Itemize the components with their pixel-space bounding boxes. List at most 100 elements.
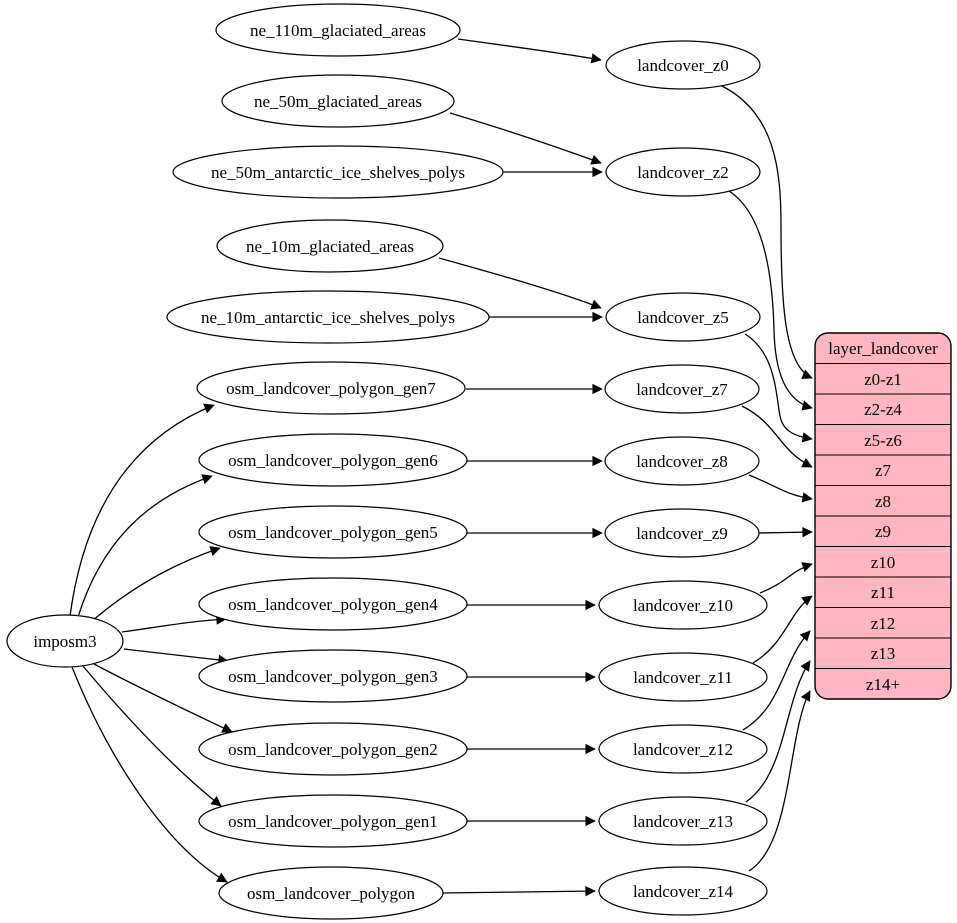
edge-imposm3-to-gen1 [82,665,222,807]
node-label: landcover_z10 [633,596,733,615]
node-ne-110m-glaciated-areas: ne_110m_glaciated_areas [215,3,461,57]
node-landcover-z0: landcover_z0 [605,40,761,90]
ellipse-shape [604,508,760,558]
ellipse-shape [172,145,504,199]
node-osm-landcover-polygon-gen1: osm_landcover_polygon_gen1 [198,794,468,848]
ellipse-shape [215,3,461,57]
node-label: osm_landcover_polygon_gen4 [228,595,438,614]
node-label: landcover_z13 [633,812,733,831]
table-row-z14plus: z14+ [866,675,900,694]
edge-imposm3-to-polygon [71,666,228,883]
node-ne-10m-glaciated-areas: ne_10m_glaciated_areas [216,219,444,273]
edge-z7-to-row-z7 [741,405,813,468]
edge-z9-to-row-z9 [758,526,813,538]
node-label: osm_landcover_polygon_gen1 [228,812,438,831]
layer-landcover-table: layer_landcover z0-z1 z2-z4 z5-z6 z7 z8 … [814,332,952,700]
table-header: layer_landcover [828,339,938,358]
edges-imposm3 [69,403,233,883]
ellipse-shape [604,436,760,486]
edge-z12-to-row-z12 [742,630,811,731]
ellipse-shape [604,364,760,414]
ellipse-shape [605,40,761,90]
ellipse-shape [198,649,468,703]
edges-to-table [721,85,813,872]
ellipse-shape [198,722,468,776]
ellipse-shape [598,652,768,702]
table-row-z0-z1: z0-z1 [864,370,902,389]
node-osm-landcover-polygon: osm_landcover_polygon [218,866,444,920]
node-label: ne_50m_antarctic_ice_shelves_polys [211,163,465,182]
node-osm-landcover-polygon-gen4: osm_landcover_polygon_gen4 [198,577,468,631]
node-label: landcover_z2 [637,163,729,182]
node-landcover-z8: landcover_z8 [604,436,760,486]
node-landcover-z12: landcover_z12 [598,724,768,774]
node-label: landcover_z12 [633,740,733,759]
node-label: ne_110m_glaciated_areas [250,21,426,40]
table-row-z13: z13 [871,644,896,663]
edge-ne50m-glaciated-to-z2 [449,112,602,165]
node-label: landcover_z9 [636,524,728,543]
ellipse-shape [198,577,468,631]
edge-imposm3-to-gen3 [123,648,229,665]
node-label: ne_10m_glaciated_areas [246,237,414,256]
node-osm-landcover-polygon-gen3: osm_landcover_polygon_gen3 [198,649,468,703]
edge-z2-to-row-z2-z4 [728,190,813,411]
node-label: osm_landcover_polygon_gen2 [228,740,438,759]
node-landcover-z9: landcover_z9 [604,508,760,558]
node-label: osm_landcover_polygon_gen6 [228,451,438,470]
edge-z13-to-row-z13 [745,660,811,803]
ellipse-shape [598,580,768,630]
ellipse-shape [196,361,466,415]
table-row-z2-z4: z2-z4 [864,400,902,419]
node-label: landcover_z0 [637,56,729,75]
node-landcover-z13: landcover_z13 [598,796,768,846]
node-label: imposm3 [33,632,96,651]
ellipse-shape [221,74,455,128]
node-label: osm_landcover_polygon [247,884,416,903]
edge-z10-to-row-z10 [759,562,813,594]
node-landcover-z7: landcover_z7 [604,364,760,414]
edge-imposm3-to-gen2 [93,663,233,733]
ellipse-shape [598,796,768,846]
ellipse-shape [605,147,761,197]
table-row-z8: z8 [875,492,891,511]
node-osm-landcover-polygon-gen7: osm_landcover_polygon_gen7 [196,361,466,415]
table-row-z5-z6: z5-z6 [864,431,902,450]
node-label: landcover_z8 [636,452,728,471]
ellipse-shape [218,866,444,920]
edge-imposm3-to-gen7 [69,403,215,617]
edge-imposm3-to-gen5 [91,546,221,622]
node-label: osm_landcover_polygon_gen3 [228,667,438,686]
table-row-z7: z7 [875,461,892,480]
table-row-z12: z12 [871,614,896,633]
edge-z11-to-row-z11 [752,595,813,664]
edges-sources [438,38,603,897]
node-ne-10m-antarctic-ice-shelves-polys: ne_10m_antarctic_ice_shelves_polys [166,290,490,344]
edge-polygon-to-z14 [442,886,596,897]
edge-imposm3-to-gen6 [77,474,213,618]
edge-z0-to-row-z0-z1 [721,85,813,379]
node-osm-landcover-polygon-gen2: osm_landcover_polygon_gen2 [198,722,468,776]
node-label: landcover_z5 [637,308,729,327]
node-landcover-z10: landcover_z10 [598,580,768,630]
node-label: osm_landcover_polygon_gen5 [228,523,438,542]
node-landcover-z5: landcover_z5 [605,292,761,342]
table-row-z9: z9 [875,522,891,541]
ellipse-shape [198,794,468,848]
node-ne-50m-glaciated-areas: ne_50m_glaciated_areas [221,74,455,128]
ellipse-shape [166,290,490,344]
node-landcover-z2: landcover_z2 [605,147,761,197]
node-label: landcover_z7 [636,380,728,399]
node-label: ne_50m_glaciated_areas [254,92,422,111]
edge-imposm3-to-gen4 [121,614,227,633]
node-label: landcover_z11 [633,668,732,687]
node-label: osm_landcover_polygon_gen7 [226,379,436,398]
ellipse-shape [605,292,761,342]
ellipse-shape [6,614,124,668]
node-landcover-z14: landcover_z14 [598,866,768,916]
node-ne-50m-antarctic-ice-shelves-polys: ne_50m_antarctic_ice_shelves_polys [172,145,504,199]
node-landcover-z11: landcover_z11 [598,652,768,702]
table-row-z11: z11 [871,583,895,602]
